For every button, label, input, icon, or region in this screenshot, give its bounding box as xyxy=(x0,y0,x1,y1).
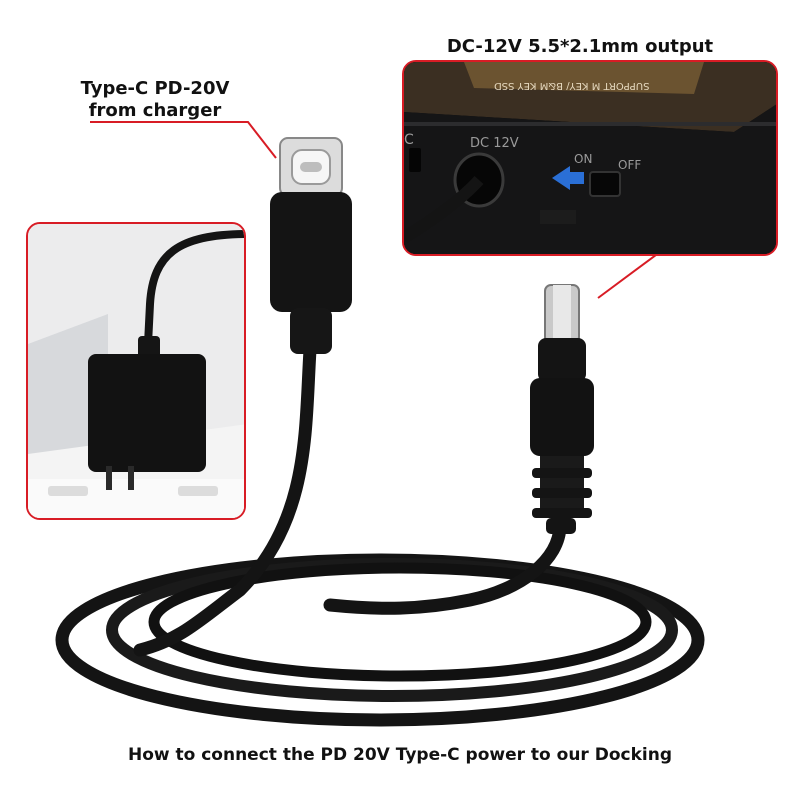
dock-side-letter: C xyxy=(404,132,414,148)
leader-line-typec xyxy=(90,121,277,159)
dock-board-text: SUPPORT M KEY/ B&M KEY SSD xyxy=(494,80,650,91)
cable-to-dc xyxy=(323,518,567,615)
cable-to-typec xyxy=(133,343,317,657)
dock-inset: DC 12V ON OFF C SUPPORT M KEY/ B&M KEY S… xyxy=(402,60,778,256)
caption: How to connect the PD 20V Type-C power t… xyxy=(127,745,673,765)
arrow-left-icon xyxy=(552,166,570,190)
cable-coil-inner xyxy=(148,562,652,682)
dock-photo xyxy=(404,62,776,254)
charger-inset xyxy=(26,222,246,520)
arrow-shaft xyxy=(568,172,584,184)
typec-label: Type-C PD-20V from charger xyxy=(60,78,250,122)
dock-switch-on-label: ON xyxy=(574,152,593,166)
dock-switch-off-label: OFF xyxy=(618,158,642,172)
leader-line-dc xyxy=(597,251,661,299)
typec-label-line1: Type-C PD-20V xyxy=(80,78,230,99)
dc-output-label: DC-12V 5.5*2.1mm output xyxy=(446,36,714,57)
typec-label-line2: from charger xyxy=(88,100,222,121)
dc-plug xyxy=(530,284,594,534)
typec-plug xyxy=(270,137,352,354)
dock-port-label: DC 12V xyxy=(470,136,519,151)
charger-photo xyxy=(28,224,244,518)
